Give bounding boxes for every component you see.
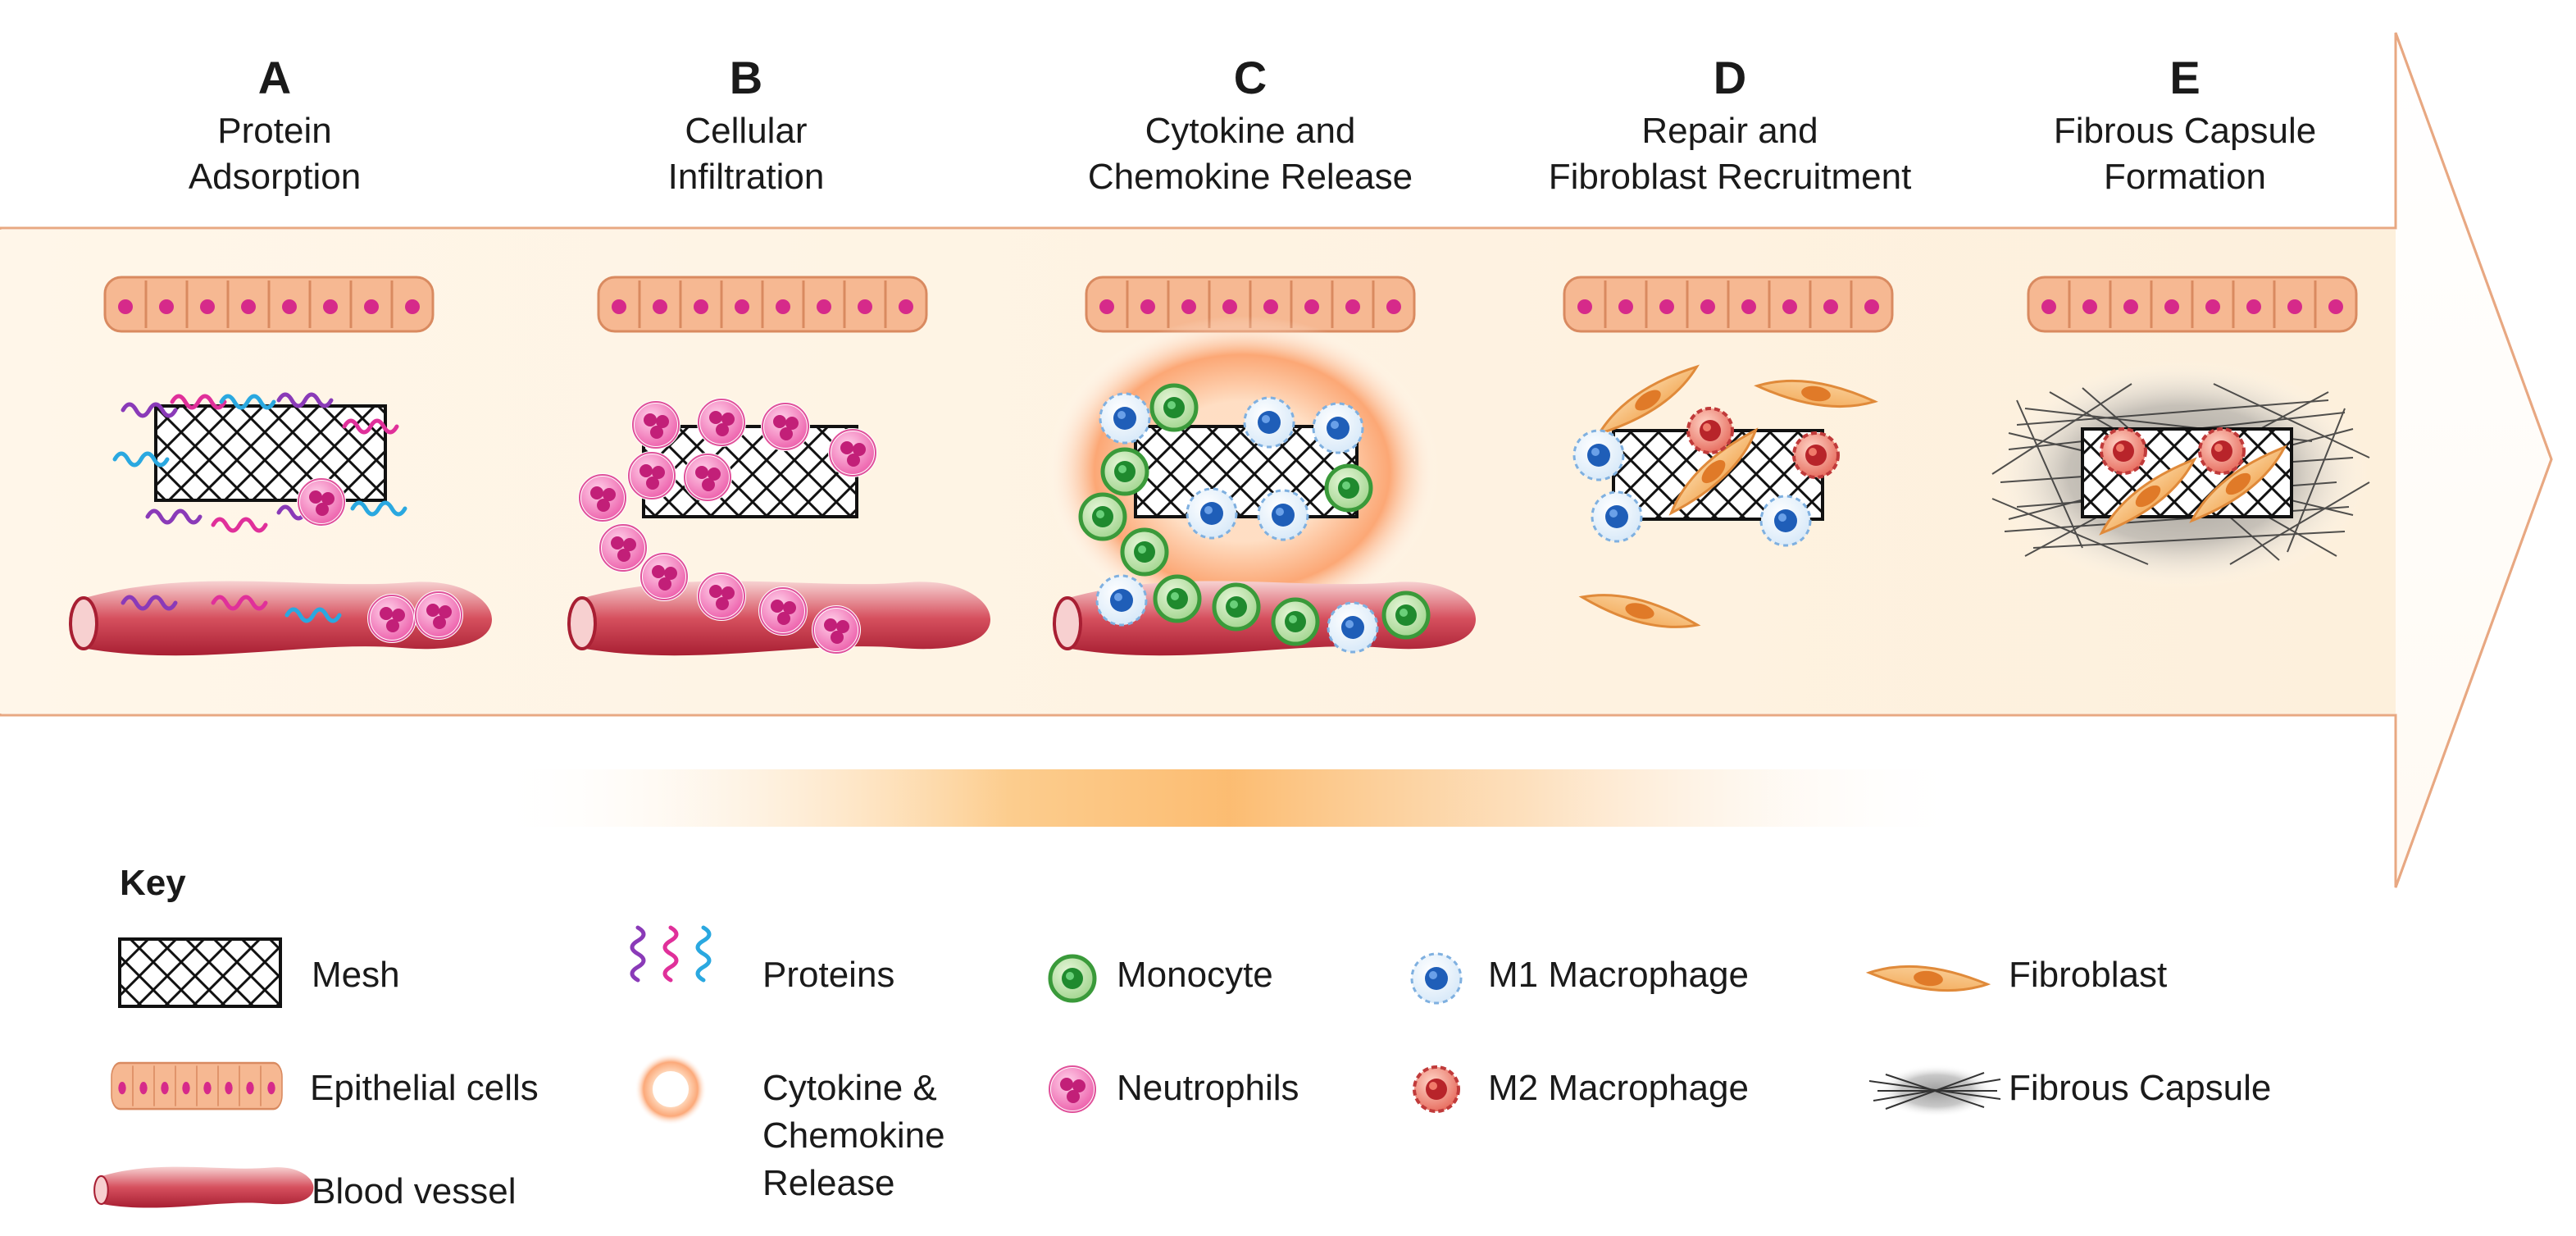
key-label-m1: M1 Macrophage [1488,955,1749,995]
key-monocyte-icon [1050,956,1095,1001]
key-label-monocyte: Monocyte [1117,955,1273,995]
stage-a-illustration [69,276,494,658]
key-cytokine-icon [635,1053,707,1125]
key-title: Key [120,863,186,903]
key-epithelial-icon [110,1061,284,1111]
stage-d-illustration [1563,276,1894,653]
stage-c-letter: C [1233,52,1268,103]
stage-a-letter: A [257,52,292,103]
key-neutrophil-icon [1048,1065,1097,1114]
key-label-blood-vessel: Blood vessel [312,1171,517,1211]
key-fibrous-capsule-icon [1868,1065,2001,1117]
stage-b-letter: B [729,52,763,103]
stage-c-illustration [1045,276,1477,658]
stage-e-letter: E [2169,52,2201,103]
key-label-epithelial: Epithelial cells [310,1068,539,1108]
key-label-proteins: Proteins [762,955,895,995]
key-proteins-icon [632,928,709,980]
key-label-fibrous-capsule: Fibrous Capsule [2009,1068,2272,1108]
stage-e-illustration [1991,276,2370,589]
key-label-neutrophils: Neutrophils [1117,1068,1299,1108]
progression-bar [492,769,1968,827]
key-label-fibroblast: Fibroblast [2009,955,2168,995]
key-blood-vessel-icon [93,1165,315,1209]
key-label-mesh: Mesh [312,955,400,995]
key-mesh-icon [118,937,282,1008]
stage-d-letter: D [1713,52,1747,103]
key-m2-icon [1413,1065,1460,1113]
stage-b-illustration [567,276,992,658]
key-fibroblast-icon [1868,943,1989,1014]
key-m1-icon [1410,952,1463,1005]
key-label-m2: M2 Macrophage [1488,1068,1749,1108]
